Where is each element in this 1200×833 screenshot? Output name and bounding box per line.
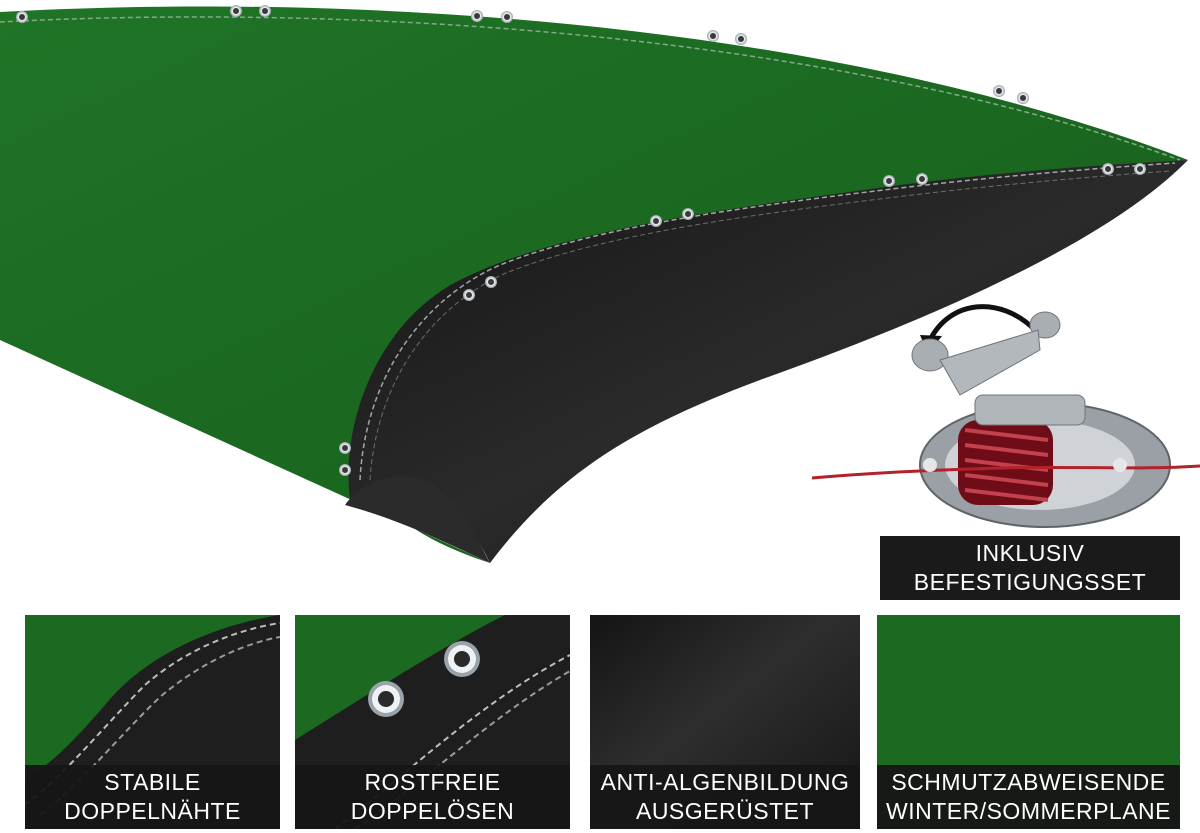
feature-caption-seams: STABILE DOPPELNÄHTE bbox=[25, 765, 280, 829]
tarp-black-underside bbox=[348, 160, 1188, 563]
feature-tile-seams: STABILE DOPPELNÄHTE bbox=[25, 615, 280, 829]
feature-caption-dirt-repellent: SCHMUTZABWEISENDE WINTER/SOMMERPLANE bbox=[877, 765, 1180, 829]
tarp-curl-roll bbox=[345, 476, 490, 563]
badge-line-1: INKLUSIV bbox=[975, 540, 1085, 566]
tension-wire bbox=[811, 464, 1200, 480]
top-seam-stitching bbox=[0, 16, 1181, 161]
feature-line-1: SCHMUTZABWEISENDE bbox=[891, 769, 1166, 795]
tensioner-kit-illustration bbox=[811, 304, 1200, 528]
tarp-hero-illustration bbox=[0, 5, 1200, 563]
feature-caption-grommets: ROSTFREIE DOPPELÖSEN bbox=[295, 765, 570, 829]
feature-line-2: DOPPELÖSEN bbox=[350, 798, 515, 824]
feature-line-2: WINTER/SOMMERPLANE bbox=[885, 798, 1172, 824]
grommet-row-top bbox=[16, 5, 1029, 104]
badge-line-2: BEFESTIGUNGSSET bbox=[913, 569, 1147, 595]
feature-line-1: STABILE bbox=[104, 769, 201, 795]
feature-tile-dirt-repellent: SCHMUTZABWEISENDE WINTER/SOMMERPLANE bbox=[877, 615, 1180, 829]
feature-line-1: ANTI-ALGENBILDUNG bbox=[600, 769, 850, 795]
feature-line-2: AUSGERÜSTET bbox=[635, 798, 815, 824]
feature-tile-grommets: ROSTFREIE DOPPELÖSEN bbox=[295, 615, 570, 829]
feature-line-2: DOPPELNÄHTE bbox=[64, 798, 241, 824]
grommet-row-curl bbox=[339, 163, 1146, 476]
feature-tile-anti-algae: ANTI-ALGENBILDUNG AUSGERÜSTET bbox=[590, 615, 860, 829]
tarp-green-top bbox=[0, 6, 1188, 563]
feature-line-1: ROSTFREIE bbox=[364, 769, 501, 795]
kit-included-badge: INKLUSIV BEFESTIGUNGSSET bbox=[880, 536, 1180, 600]
curl-seam-stitching-inner bbox=[369, 170, 1171, 481]
rotate-arrow-icon bbox=[927, 304, 1037, 342]
feature-caption-anti-algae: ANTI-ALGENBILDUNG AUSGERÜSTET bbox=[590, 765, 860, 829]
